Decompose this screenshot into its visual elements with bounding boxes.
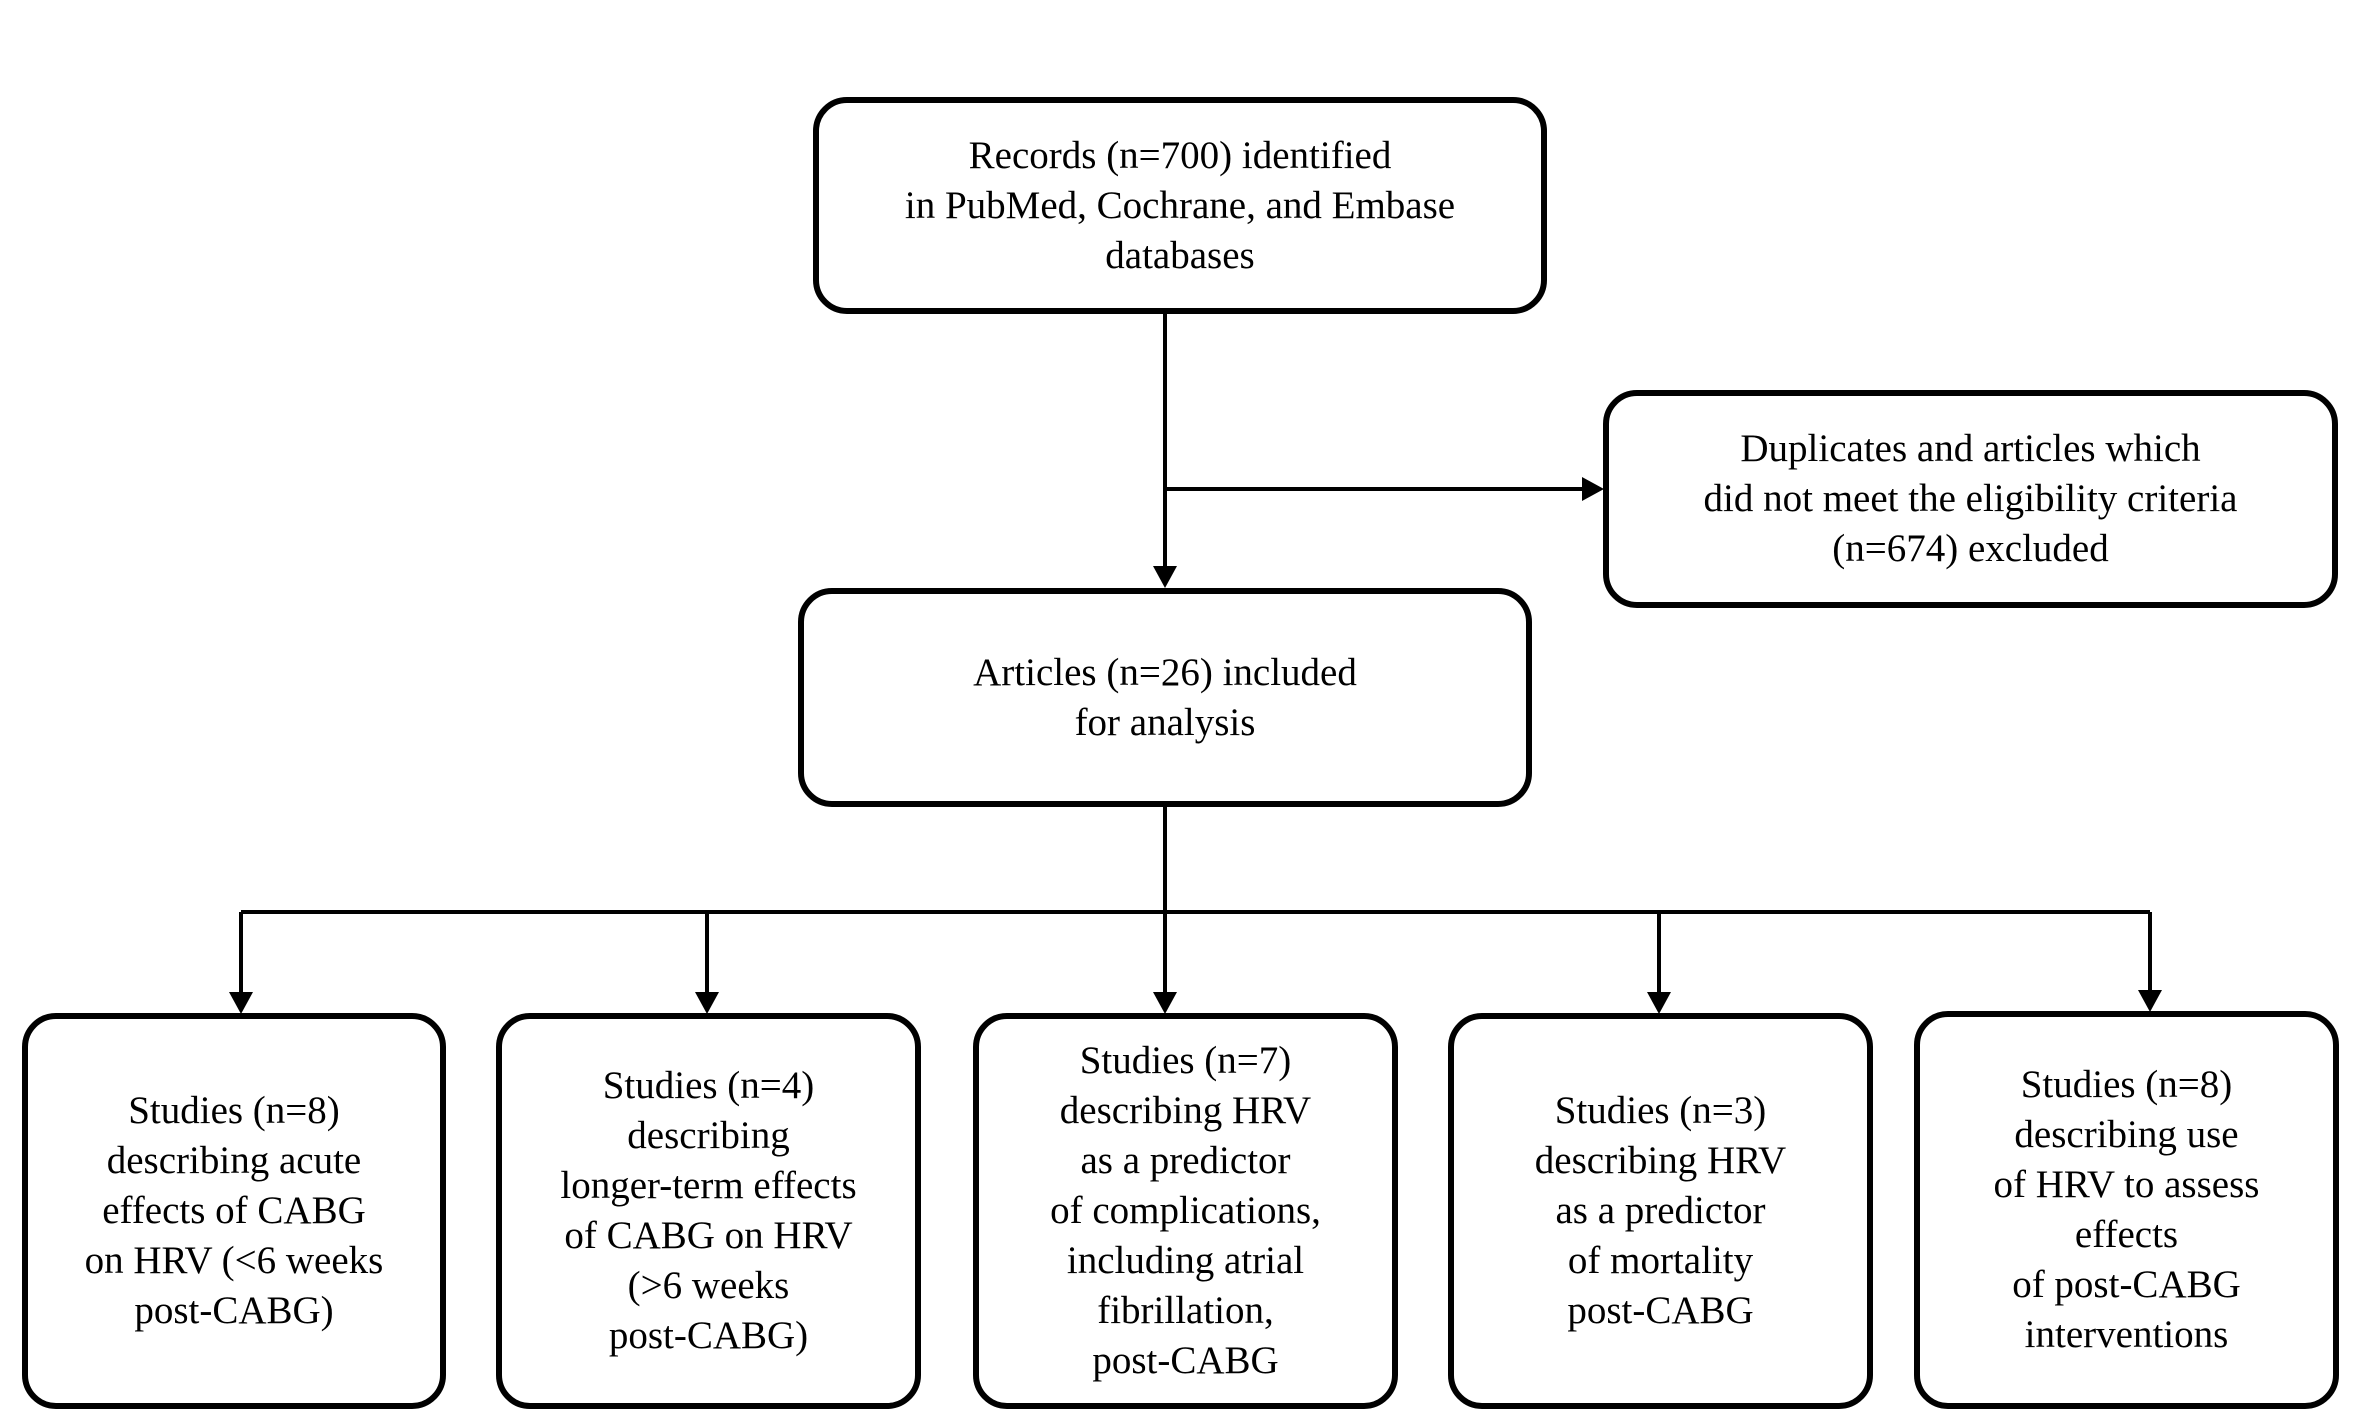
excluded-articles-box: Duplicates and articles which did not me… <box>1603 390 2338 608</box>
study-box-line: (>6 weeks <box>627 1264 790 1307</box>
arrowhead-study-5 <box>2138 990 2162 1012</box>
study-box-line: including atrial <box>1066 1239 1305 1282</box>
study-box-line: post-CABG) <box>608 1314 809 1357</box>
study-box-longer-term-effects: Studies (n=4) describing longer-term eff… <box>496 1013 921 1409</box>
included-box-line: Articles (n=26) included <box>973 650 1357 694</box>
study-box-line: Studies (n=7) <box>1079 1039 1292 1082</box>
study-box-line: of CABG on HRV <box>564 1214 853 1257</box>
study-box-line: describing HRV <box>1534 1139 1787 1182</box>
study-box-line: Studies (n=3) <box>1554 1089 1767 1132</box>
study-box-complications: Studies (n=7) describing HRV as a predic… <box>973 1013 1398 1409</box>
study-box-line: Studies (n=8) <box>2020 1063 2233 1106</box>
study-box-line: describing HRV <box>1059 1089 1312 1132</box>
records-box-line: Records (n=700) identified <box>968 133 1392 177</box>
records-identified-box: Records (n=700) identified in PubMed, Co… <box>813 97 1547 314</box>
arrowhead-study-2 <box>695 992 719 1014</box>
study-box-line: describing use <box>2014 1113 2239 1156</box>
study-box-line: Studies (n=4) <box>602 1064 815 1107</box>
study-box-line: post-CABG <box>1567 1289 1754 1332</box>
included-box-line: for analysis <box>1074 700 1256 744</box>
study-box-line: post-CABG <box>1092 1339 1279 1382</box>
records-box-line: databases <box>1105 233 1255 277</box>
study-box-line: fibrillation, <box>1097 1289 1274 1332</box>
study-box-mortality: Studies (n=3) describing HRV as a predic… <box>1448 1013 1873 1409</box>
included-articles-box: Articles (n=26) included for analysis <box>798 588 1532 807</box>
study-box-line: interventions <box>2024 1313 2229 1356</box>
excluded-box-line: Duplicates and articles which <box>1740 427 2201 470</box>
study-box-line: Studies (n=8) <box>128 1089 340 1132</box>
excluded-box-line: (n=674) excluded <box>1832 527 2109 570</box>
arrowhead-included <box>1153 566 1177 588</box>
study-box-line: describing acute <box>106 1139 362 1182</box>
study-box-line: describing <box>627 1114 790 1157</box>
study-box-line: on HRV (<6 weeks <box>84 1239 384 1282</box>
records-box-line: in PubMed, Cochrane, and Embase <box>904 183 1456 227</box>
study-box-line: as a predictor <box>1080 1139 1291 1182</box>
study-box-line: as a predictor <box>1555 1189 1766 1232</box>
study-box-line: of post-CABG <box>2012 1263 2241 1306</box>
study-box-line: effects <box>2074 1213 2179 1256</box>
study-box-line: longer-term effects <box>560 1164 857 1207</box>
arrowhead-study-3 <box>1153 992 1177 1014</box>
study-box-line: of HRV to assess <box>1993 1163 2260 1206</box>
arrowhead-study-4 <box>1647 992 1671 1014</box>
arrowhead-excluded <box>1582 477 1604 501</box>
study-box-line: of mortality <box>1567 1239 1754 1282</box>
study-box-line: of complications, <box>1050 1189 1321 1232</box>
excluded-box-line: did not meet the eligibility criteria <box>1703 477 2238 520</box>
study-box-line: post-CABG) <box>134 1289 334 1332</box>
study-box-line: effects of CABG <box>102 1189 366 1232</box>
study-box-interventions: Studies (n=8) describing use of HRV to a… <box>1914 1011 2339 1409</box>
arrowhead-study-1 <box>229 992 253 1014</box>
study-box-acute-effects: Studies (n=8) describing acute effects o… <box>22 1013 446 1409</box>
